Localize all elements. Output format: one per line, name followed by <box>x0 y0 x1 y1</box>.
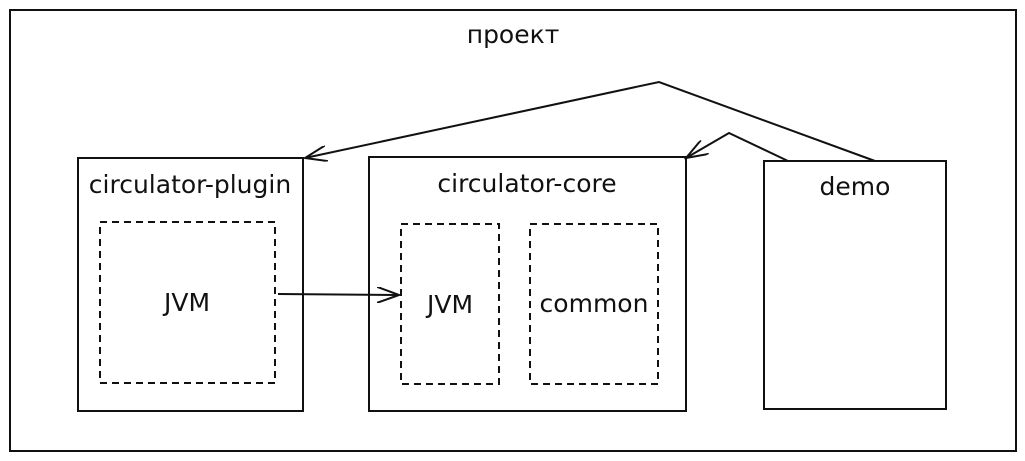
core-module-box <box>368 156 687 412</box>
demo-module-label: demo <box>820 172 891 201</box>
core-common-submodule-label: common <box>540 289 649 318</box>
plugin-module-label: circulator-plugin <box>89 170 291 199</box>
plugin-module-box <box>77 157 304 412</box>
project-boundary <box>9 9 1017 452</box>
plugin-jvm-submodule-box <box>99 221 276 384</box>
core-module-label: circulator-core <box>437 169 616 198</box>
core-jvm-submodule-label: JVM <box>425 290 473 319</box>
plugin-jvm-submodule-label: JVM <box>162 288 210 317</box>
module-circulator-plugin: circulator-plugin JVM <box>77 157 304 412</box>
project-container: проект <box>9 9 1017 452</box>
dependency-arrow-plugin-jvm-to-core-jvm <box>277 294 399 295</box>
core-common-submodule-box <box>529 223 659 385</box>
project-label: проект <box>467 20 560 49</box>
module-demo: demo <box>763 160 947 410</box>
core-jvm-submodule-box <box>400 223 500 385</box>
demo-module-box <box>763 160 947 410</box>
dependency-arrow-demo-to-plugin <box>305 80 876 161</box>
dependency-arrow-demo-to-core <box>686 131 789 162</box>
module-circulator-core: circulator-core JVM common <box>368 156 687 412</box>
